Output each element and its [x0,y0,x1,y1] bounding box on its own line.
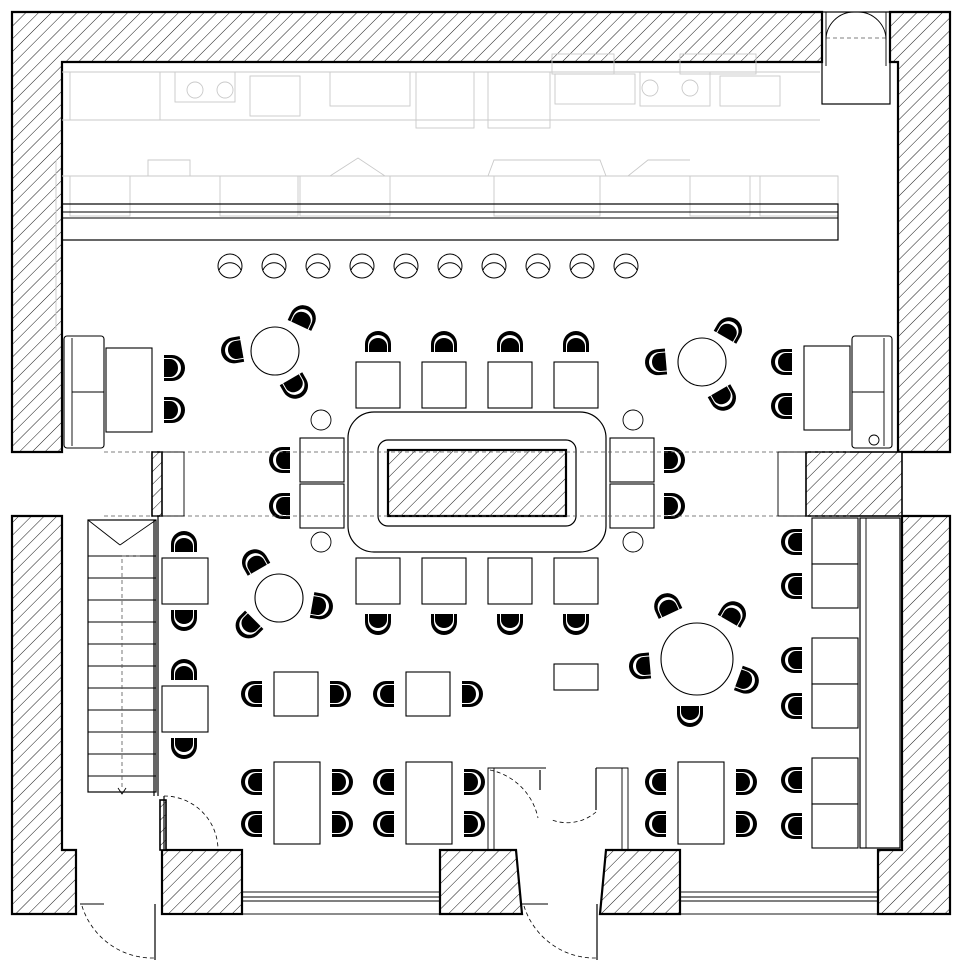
front-pier-1 [160,848,244,916]
left-wall-tables [161,531,209,759]
back-kitchen-equipment [55,53,839,330]
walls [10,10,952,916]
small-tables-middle [241,663,599,717]
central-seats-bottom [355,557,599,635]
right-wall-bench [781,517,901,849]
stair-stub-wall [159,799,167,851]
middle-left-partition [151,451,163,517]
central-seats-right [609,437,685,529]
central-seats-left [269,437,345,529]
left-sofa-booth [63,335,185,449]
front-tables [241,761,757,845]
left-lower-wall [10,514,78,916]
middle-right-partition [805,451,903,517]
right-sofa-booth [771,335,893,449]
right-lower-wall [876,514,952,916]
bar-stools [217,253,639,279]
front-pier-2 [438,848,524,916]
round-table-upper-left [218,300,321,404]
upper-right-wall [888,10,952,454]
partition-openings [161,451,807,517]
front-windows [241,891,879,915]
round-table-lower-left [230,544,336,644]
bar-counter [61,203,839,241]
central-seats-top [355,331,599,409]
staircase [87,516,159,796]
round-table-upper-right [643,312,747,416]
round-table-lower-right [627,588,763,727]
front-pier-3 [598,848,682,916]
doors [80,11,891,960]
central-table [310,409,644,553]
